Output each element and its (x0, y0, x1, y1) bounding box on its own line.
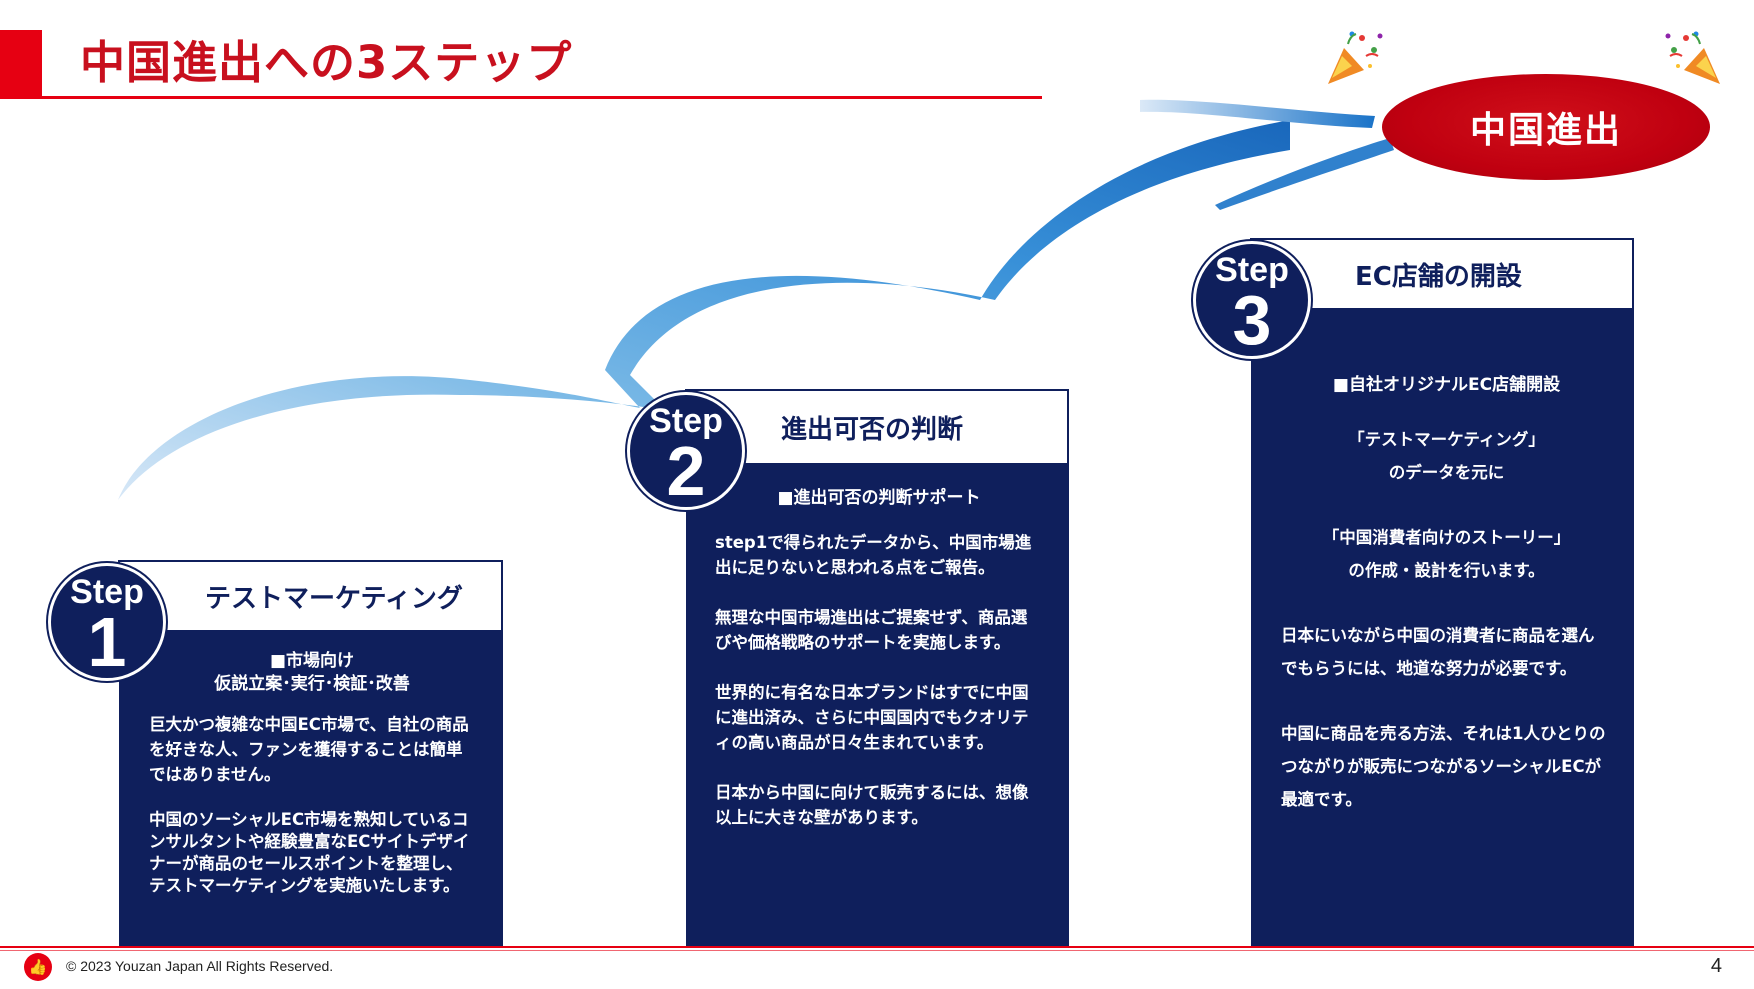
goal-ellipse: 中国進出 (1382, 74, 1710, 180)
step3-heading: EC店舗の開設 (1355, 261, 1522, 292)
step2-badge-word: Step (649, 402, 723, 440)
step3-block-b: 「中国消費者向けのストーリー」 の作成・設計を行います。 (1281, 521, 1612, 587)
step3-line: 最適です。 (1281, 790, 1362, 809)
step2-paragraph: 世界的に有名な日本ブランドはすでに中国に進出済み、さらに中国国内でもクオリティの… (715, 683, 1029, 752)
step3-subtitle-line: ■自社オリジナルEC店舗開設 (1332, 375, 1561, 395)
page-number: 4 (1710, 955, 1722, 977)
page-title: 中国進出への3ステップ (80, 36, 573, 89)
step3-center-line: のデータを元に (1388, 463, 1505, 482)
footer-rule-thin (0, 950, 1754, 951)
step2-paragraph: 無理な中国市場進出はご提案せず、商品選びや価格戦略のサポートを実施します。 (715, 608, 1028, 652)
step1-badge: Step 1 (48, 563, 166, 681)
step2-subtitle: ■進出可否の判断サポート (715, 487, 1043, 510)
step2-header: 進出可否の判断 (685, 389, 1069, 465)
arrow-tail-upper (1140, 99, 1375, 128)
step2-paragraph: 日本から中国に向けて販売するには、想像以上に大きな壁があります。 (715, 783, 1029, 827)
step2-subtitle-line: ■進出可否の判断サポート (777, 488, 981, 508)
goal-label: 中国進出 (1469, 110, 1622, 151)
step3-center-line: の作成・設計を行います。 (1348, 561, 1545, 580)
copyright-text: © 2023 Youzan Japan All Rights Reserved. (66, 958, 334, 974)
step3-subtitle: ■自社オリジナルEC店舗開設 (1281, 374, 1612, 397)
step3-line: つながりが販売につながるソーシャルECが (1281, 757, 1602, 776)
step3-center-line: 「中国消費者向けのストーリー」 (1322, 528, 1571, 547)
step1-subtitle: ■市場向け 仮説立案･実行･検証･改善 (149, 650, 475, 696)
step2-heading: 進出可否の判断 (781, 414, 964, 445)
arrow-tail-lower (1215, 138, 1394, 210)
step3-block-c: 日本にいながら中国の消費者に商品を選ん でもらうには、地道な努力が必要です。 (1281, 619, 1612, 685)
step3-header: EC店舗の開設 (1250, 238, 1634, 310)
step1-badge-number: 1 (87, 603, 127, 681)
step3-line: 日本にいながら中国の消費者に商品を選ん (1281, 626, 1595, 645)
step3-badge: Step 3 (1193, 241, 1311, 359)
party-popper-icon (1665, 31, 1720, 84)
step1-badge-word: Step (70, 573, 144, 611)
party-popper-icon (1328, 31, 1383, 84)
step2-paragraph: step1で得られたデータから、中国市場進出に足りないと思われる点をご報告。 (715, 533, 1032, 577)
step1-body: ■市場向け 仮説立案･実行･検証･改善 巨大かつ複雑な中国EC市場で、自社の商品… (119, 632, 503, 946)
arrow-body (118, 120, 1290, 500)
step1-heading: テストマーケティング (205, 583, 463, 614)
step1-header: テストマーケティング (118, 560, 503, 632)
step1-paragraph: 巨大かつ複雑な中国EC市場で、自社の商品を好きな人、ファンを獲得することは簡単で… (149, 715, 469, 784)
step1-paragraph: 中国のソーシャルEC市場を熟知しているコンサルタントや経験豊富なECサイトデザイ… (149, 810, 470, 895)
step3-line: でもらうには、地道な努力が必要です。 (1281, 659, 1577, 678)
step2-body: ■進出可否の判断サポート step1で得られたデータから、中国市場進出に足りない… (686, 465, 1069, 946)
step3-body: ■自社オリジナルEC店舗開設 「テストマーケティング」 のデータを元に 「中国消… (1251, 310, 1634, 946)
step3-line: 中国に商品を売る方法、それは1人ひとりの (1281, 724, 1606, 743)
step3-block-d: 中国に商品を売る方法、それは1人ひとりの つながりが販売につながるソーシャルEC… (1281, 717, 1612, 816)
step2-badge: Step 2 (627, 392, 745, 510)
footer-rule (0, 946, 1754, 948)
step2-badge-number: 2 (666, 432, 706, 510)
title-underline (0, 96, 1042, 99)
step3-center-line: 「テストマーケティング」 (1348, 430, 1545, 449)
step1-subtitle-line: 仮説立案･実行･検証･改善 (214, 674, 410, 694)
step3-block-a: 「テストマーケティング」 のデータを元に (1281, 423, 1612, 489)
step3-badge-number: 3 (1232, 281, 1272, 359)
thumbs-up-icon: 👍 (24, 953, 52, 981)
title-accent-bar (0, 30, 42, 96)
step3-badge-word: Step (1215, 251, 1289, 289)
step1-subtitle-line: ■市場向け (269, 651, 355, 671)
